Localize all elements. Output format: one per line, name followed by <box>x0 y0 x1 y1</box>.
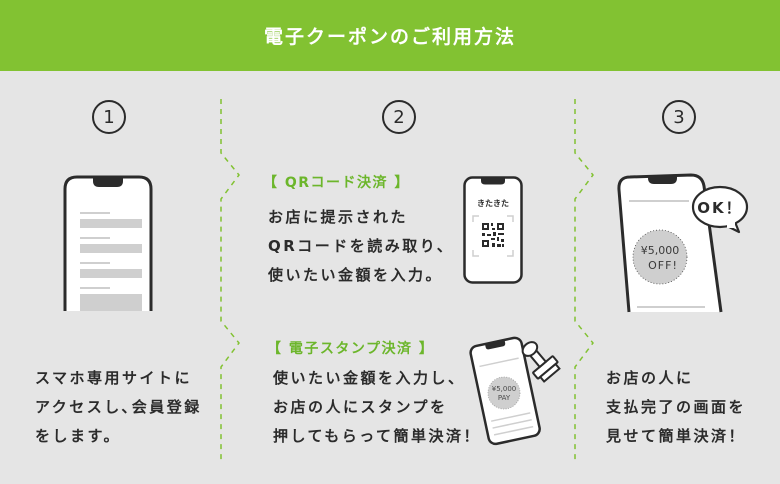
header-banner: 電子クーポンのご利用方法 <box>0 0 780 71</box>
description-line: お店に提示された <box>268 208 409 226</box>
step-1-description: スマホ専用サイトに アクセスし､会員登録 をします。 <box>35 364 202 451</box>
step-number-2: 2 <box>382 100 416 134</box>
svg-text:OFF!: OFF! <box>648 259 678 272</box>
step-divider-1 <box>201 71 241 471</box>
ok-speech-bubble-icon: OK！ <box>691 185 749 234</box>
description-line: 見せて簡単決済！ <box>606 427 747 445</box>
description-line: をします。 <box>35 427 122 445</box>
description-line: お店の人に <box>606 369 694 387</box>
page-title: 電子クーポンのご利用方法 <box>263 26 516 48</box>
smartphone-qr-icon: きたきた <box>463 176 523 284</box>
smartphone-ok-icon: ¥5,000 OFF! OK！ <box>617 172 757 313</box>
step-number-text: 1 <box>103 106 115 128</box>
description-line: アクセスし､会員登録 <box>35 398 202 416</box>
stamp-payment-label: 【 電子スタンプ決済 】 <box>267 341 435 357</box>
step-divider-2 <box>555 71 595 471</box>
svg-text:¥5,000: ¥5,000 <box>492 385 517 393</box>
steps-container: 1 スマホ専用サイトに アクセスし､会員登録 をします。 2 【 QRコード決済… <box>0 71 780 484</box>
svg-text:PAY: PAY <box>498 394 511 402</box>
dashed-arrow-divider-icon <box>220 99 240 461</box>
step-number-3: 3 <box>662 100 696 134</box>
description-line: 使いたい金額を入力し、 <box>273 369 466 387</box>
step-number-text: 3 <box>673 106 685 128</box>
description-line: 支払完了の画面を <box>606 398 747 416</box>
step-3-description: お店の人に 支払完了の画面を 見せて簡単決済！ <box>606 364 746 451</box>
stamp-tool-icon <box>521 341 561 383</box>
description-line: QRコードを読み取り、 <box>268 237 455 255</box>
svg-text:OK！: OK！ <box>697 199 742 217</box>
svg-text:¥5,000: ¥5,000 <box>641 244 680 257</box>
step-number-text: 2 <box>393 106 405 128</box>
step-number-1: 1 <box>92 100 126 134</box>
smartphone-form-icon <box>63 175 153 311</box>
smartphone-stamp-icon: ¥5,000 PAY <box>469 335 565 447</box>
description-line: お店の人にスタンプを <box>273 398 448 416</box>
qr-payment-label: 【 QRコード決済 】 <box>263 175 410 191</box>
description-line: スマホ専用サイトに <box>35 369 193 387</box>
qr-payment-description: お店に提示された QRコードを読み取り、 使いたい金額を入力。 <box>268 203 454 290</box>
description-line: 押してもらって簡単決済！ <box>273 427 482 445</box>
dashed-arrow-divider-icon <box>574 99 594 461</box>
description-line: 使いたい金額を入力。 <box>268 266 444 284</box>
svg-text:きたきた: きたきた <box>477 198 509 208</box>
stamp-payment-description: 使いたい金額を入力し、 お店の人にスタンプを 押してもらって簡単決済！ <box>273 364 481 451</box>
